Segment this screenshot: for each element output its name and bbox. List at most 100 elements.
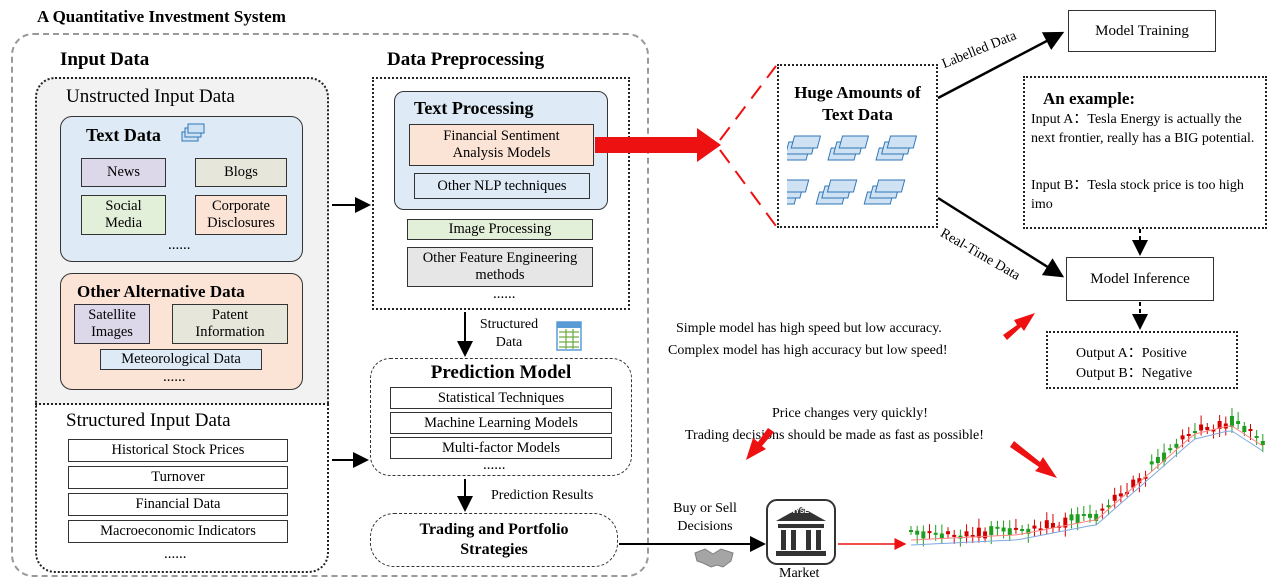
candle-body	[1007, 528, 1012, 536]
candle-body	[1155, 457, 1160, 463]
text-data-store	[777, 64, 938, 228]
red-arrow-price-left	[746, 428, 774, 460]
documents-grid	[787, 135, 918, 205]
document-stack-icon	[787, 135, 822, 161]
candle-body	[909, 530, 913, 532]
preprocessing-panel	[372, 77, 630, 310]
candle-body	[1112, 494, 1117, 501]
nyse-label: NYSE	[790, 508, 810, 515]
candle-body	[1044, 520, 1049, 529]
documents-icon	[181, 123, 205, 142]
multi-factor-box: Multi-factor Models	[390, 437, 612, 459]
turnover-box: Turnover	[68, 466, 288, 489]
model-training-box: Model Training	[1068, 10, 1216, 52]
candle-body	[921, 531, 926, 539]
structured-data-label: Structured Data	[479, 317, 539, 350]
document-stack-icon	[787, 179, 810, 205]
candle-body	[927, 531, 932, 534]
candle-body	[1094, 514, 1099, 521]
text-data-heading: Text Data	[86, 125, 161, 145]
zoom-line-top	[719, 65, 777, 141]
price-note-line2: Trading decisions should be made as fast…	[685, 428, 984, 443]
outputs-panel	[1046, 331, 1238, 389]
structured-more: ......	[164, 546, 187, 562]
candle-body	[1137, 478, 1142, 484]
output-a: Output A：Positive	[1076, 346, 1187, 361]
buy-sell-label: Buy or Sell Decisions	[673, 501, 737, 534]
trading-strategies-label: Trading and Portfolio Strategies	[419, 521, 569, 558]
red-arrow-price-right	[1010, 441, 1057, 478]
candle-body	[1026, 528, 1031, 534]
candle-body	[1168, 448, 1173, 451]
satellite-images-box: Satellite Images	[74, 304, 150, 344]
candle-body	[1205, 427, 1210, 430]
news-box: News	[81, 158, 166, 187]
candle-body	[1118, 493, 1123, 497]
document-stack-icon	[815, 179, 858, 205]
candle-body	[1254, 436, 1259, 438]
candle-body	[1001, 527, 1006, 532]
trading-strategies-box: Trading and Portfolio Strategies	[370, 513, 618, 567]
example-panel	[1023, 76, 1267, 229]
candle-body	[1180, 435, 1185, 440]
candle-body	[983, 531, 988, 539]
candle-body	[1174, 443, 1179, 448]
speed-note-line1: Simple model has high speed but low accu…	[676, 321, 942, 336]
candle-body	[1106, 505, 1111, 508]
candle-body	[1063, 517, 1068, 528]
moving-average-line-1	[910, 425, 1264, 541]
example-input-a: Input A：Tesla Energy is actually the nex…	[1031, 112, 1255, 146]
candle-body	[1069, 514, 1074, 521]
blogs-box: Blogs	[195, 158, 287, 187]
meteorological-data-box: Meteorological Data	[100, 349, 262, 370]
candle-body	[1149, 461, 1154, 465]
statistical-box: Statistical Techniques	[390, 387, 612, 409]
candle-body	[1020, 529, 1025, 531]
candle-body	[1186, 434, 1191, 436]
candle-body	[989, 526, 994, 536]
text-data-more: ......	[168, 237, 191, 253]
moving-average-line-2	[910, 430, 1264, 546]
candle-body	[1199, 424, 1204, 431]
macro-indicators-box: Macroeconomic Indicators	[68, 520, 288, 543]
example-input-b: Input B：Tesla stock price is too high im…	[1031, 178, 1244, 212]
candle-body	[1260, 441, 1265, 445]
system-container	[11, 33, 649, 577]
price-note-line1: Price changes very quickly!	[772, 406, 928, 421]
speed-note-line2: Complex model has high accuracy but low …	[668, 343, 948, 358]
preprocessing-heading: Data Preprocessing	[387, 49, 545, 70]
financial-data-box: Financial Data	[68, 493, 288, 516]
candle-body	[1050, 523, 1055, 528]
candle-body	[1162, 452, 1167, 462]
input-data-heading: Input Data	[60, 49, 150, 70]
spreadsheet-icon	[556, 321, 582, 351]
historical-prices-box: Historical Stock Prices	[68, 439, 288, 462]
candle-body	[995, 526, 1000, 529]
candle-body	[946, 531, 951, 535]
corporate-disclosures-box: Corporate Disclosures	[195, 195, 287, 235]
prediction-more: ......	[483, 457, 506, 473]
nyse-market-icon	[766, 499, 836, 565]
candlestick-chart-image	[909, 408, 1265, 547]
example-heading: An example:	[1043, 89, 1136, 108]
diagram-title: A Quantitative Investment System	[37, 7, 286, 26]
alt-data-more: ......	[163, 369, 186, 385]
candle-body	[1242, 426, 1247, 432]
structured-input-panel	[35, 403, 329, 573]
handshake-icon	[694, 548, 734, 568]
patent-information-box: Patent Information	[172, 304, 288, 344]
document-stack-icon	[863, 179, 906, 205]
market-label: Market	[779, 566, 820, 581]
candle-body	[1143, 476, 1148, 479]
prediction-results-label: Prediction Results	[491, 488, 594, 503]
candle-body	[952, 534, 957, 537]
candle-body	[964, 531, 969, 537]
arrow-to-training	[937, 31, 1065, 100]
candle-body	[1192, 431, 1197, 433]
candle-body	[1081, 514, 1086, 516]
candle-body	[1131, 479, 1136, 488]
zoom-line-bottom	[719, 149, 777, 227]
huge-text-label: Huge Amounts of Text Data	[794, 83, 921, 124]
alt-data-heading: Other Alternative Data	[77, 282, 245, 301]
